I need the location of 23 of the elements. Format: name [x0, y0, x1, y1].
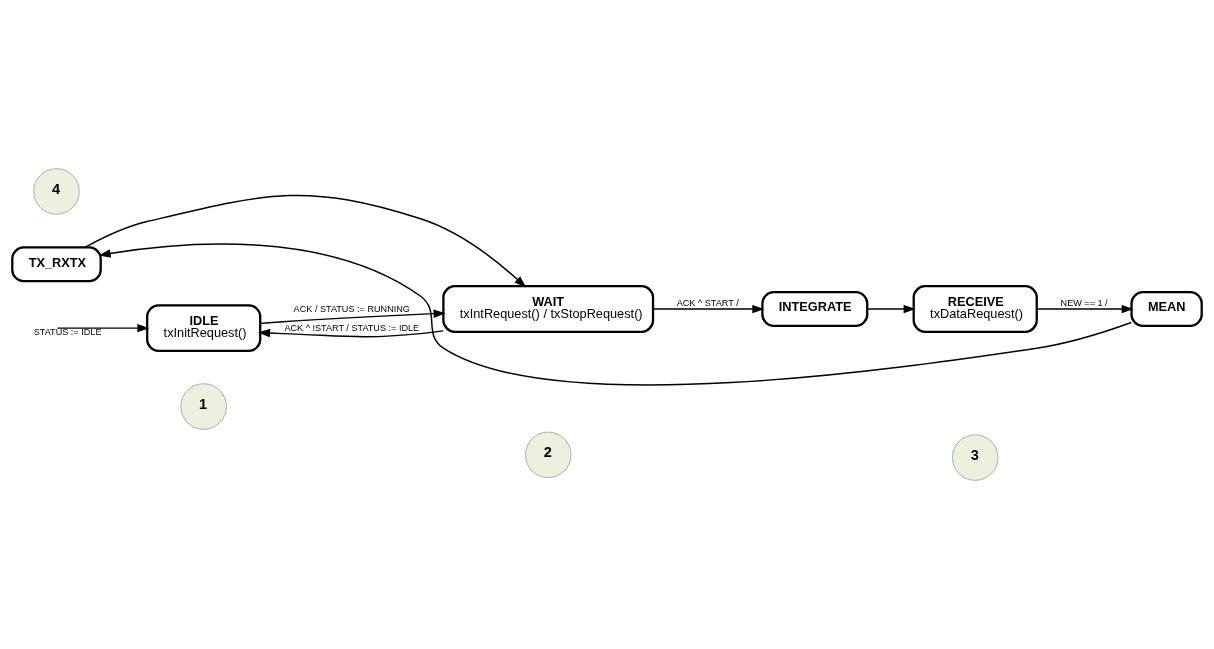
arrow	[258, 328, 444, 338]
node-circle: 2	[524, 431, 572, 479]
edge-label: STATUS := IDLE	[33, 327, 102, 338]
node-box: INTEGRATE	[761, 291, 869, 327]
arrow	[56, 323, 150, 333]
edge-label: NEW == 1 /	[1060, 298, 1108, 309]
edge-label: ACK ^ !START / STATUS := IDLE	[284, 322, 420, 333]
node-circle: 1	[180, 383, 227, 430]
arrow	[652, 304, 765, 314]
node-box: WAIT txIntRequest() / txStopRequest()	[442, 285, 655, 333]
node-box: RECEIVE txDataRequest()	[912, 285, 1038, 333]
arrow	[84, 194, 527, 288]
node-circle: 4	[33, 168, 80, 215]
arrow	[259, 309, 446, 325]
arrow	[866, 304, 916, 314]
arrow	[98, 243, 1133, 386]
node-box: IDLE txInitRequest()	[146, 304, 262, 353]
node-box: MEAN	[1130, 291, 1203, 327]
edge-label: ACK ^ START /	[676, 298, 739, 309]
arrow	[1036, 304, 1134, 314]
edge-label: ACK / STATUS := RUNNING	[293, 303, 410, 314]
node-circle: 3	[951, 434, 999, 481]
node-box: TX_RXTX	[11, 246, 102, 283]
